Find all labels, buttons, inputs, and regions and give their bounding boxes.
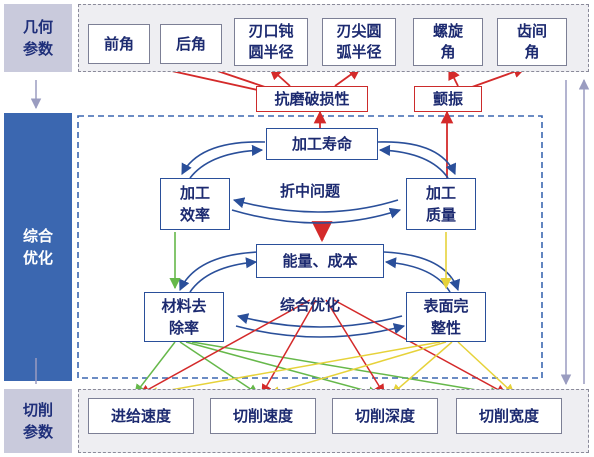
geometry-param-rake: 前角: [88, 24, 150, 64]
cutting-param-feed: 进给速度: [88, 398, 194, 434]
tradeoff-loop-arrows: [181, 141, 457, 224]
wear-resistance-box: 抗磨破损性: [256, 86, 368, 112]
geometry-param-helix: 螺旋 角: [413, 18, 483, 66]
optimization-label: 综合 优化: [22, 227, 53, 267]
bottom-label-bg: [4, 389, 72, 453]
optimization-frame: [77, 115, 543, 379]
cutting-param-speed: 切削速度: [210, 398, 316, 434]
quality-box: 加工 质量: [406, 178, 476, 230]
geometry-param-edge-radius: 刃口钝 圆半径: [234, 18, 308, 66]
geometry-param-tooth-angle: 齿间 角: [497, 18, 567, 66]
tradeoff-label: 折中问题: [280, 182, 341, 200]
geometry-param-flank: 后角: [160, 24, 222, 64]
cutting-params-label: 切削 参数: [22, 401, 53, 441]
removal-rate-box: 材料去 除率: [144, 292, 224, 342]
top-label-bg: [4, 4, 72, 72]
energy-cost-box: 能量、成本: [256, 244, 384, 278]
efficiency-box: 加工 效率: [160, 178, 230, 230]
overall-loop-arrows: [179, 251, 461, 338]
geometry-param-tip-radius: 刃尖圆 弧半径: [322, 18, 396, 66]
overall-opt-label: 综合优化: [280, 296, 341, 314]
surface-integrity-box: 表面完 整性: [406, 292, 486, 342]
middle-label-bg: [4, 113, 72, 381]
cutting-param-width: 切削宽度: [456, 398, 562, 434]
chatter-box: 颤振: [414, 86, 482, 112]
core-to-cutting-arrows: [134, 299, 515, 398]
tool-life-box: 加工寿命: [266, 128, 378, 160]
cutting-param-depth: 切削深度: [332, 398, 438, 434]
geometry-params-label: 几何 参数: [22, 18, 53, 58]
